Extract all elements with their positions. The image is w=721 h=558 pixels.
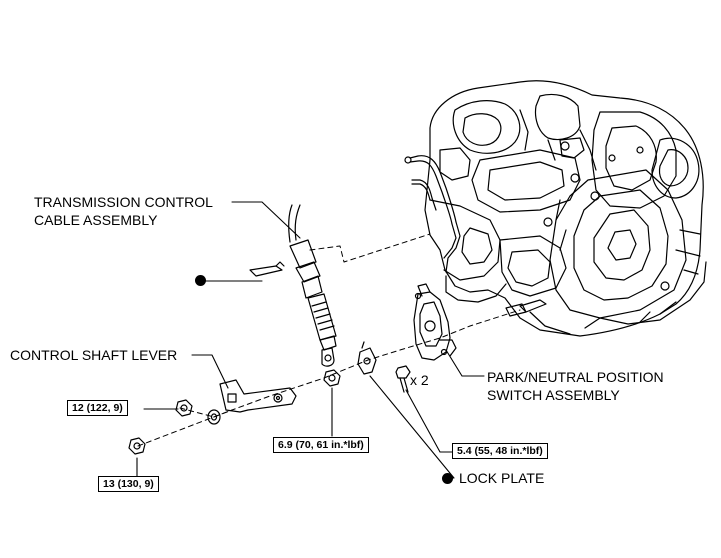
washer-part [207,409,221,425]
breather-hoses [404,155,461,273]
transaxle-housing [424,80,707,337]
nut-6-9-part [323,369,341,387]
lock-plate-part [357,341,377,375]
torque-spec-nut-13: 13 (130, 9) [98,476,159,492]
non-reusable-part-icon [195,275,206,286]
cable-clip-part [249,261,285,277]
bolt-count-label: x 2 [410,372,429,388]
nut-13-part [128,437,146,455]
non-reusable-part-icon [442,473,453,484]
park-neutral-switch-part [413,283,457,361]
park-neutral-switch-label-line1: PARK/NEUTRAL POSITION [487,369,664,385]
transmission-cable-label-line2: CABLE ASSEMBLY [34,212,158,228]
assembly-lines [137,233,521,447]
control-shaft-lever-part [219,379,297,413]
torque-spec-bolt-5-4: 5.4 (55, 48 in.*lbf) [452,443,548,459]
control-shaft [505,299,547,317]
park-neutral-switch-label-line2: SWITCH ASSEMBLY [487,387,620,403]
transmission-control-cable-part [288,204,337,367]
nut-12-part [175,399,193,417]
leader-lines [136,201,485,479]
torque-spec-nut-12: 12 (122, 9) [67,400,128,416]
control-shaft-lever-label: CONTROL SHAFT LEVER [10,347,178,363]
bolt-part [395,365,411,393]
lock-plate-label: LOCK PLATE [459,470,545,486]
transmission-cable-label-line1: TRANSMISSION CONTROL [34,194,213,210]
torque-spec-nut-6-9: 6.9 (70, 61 in.*lbf) [273,437,369,453]
